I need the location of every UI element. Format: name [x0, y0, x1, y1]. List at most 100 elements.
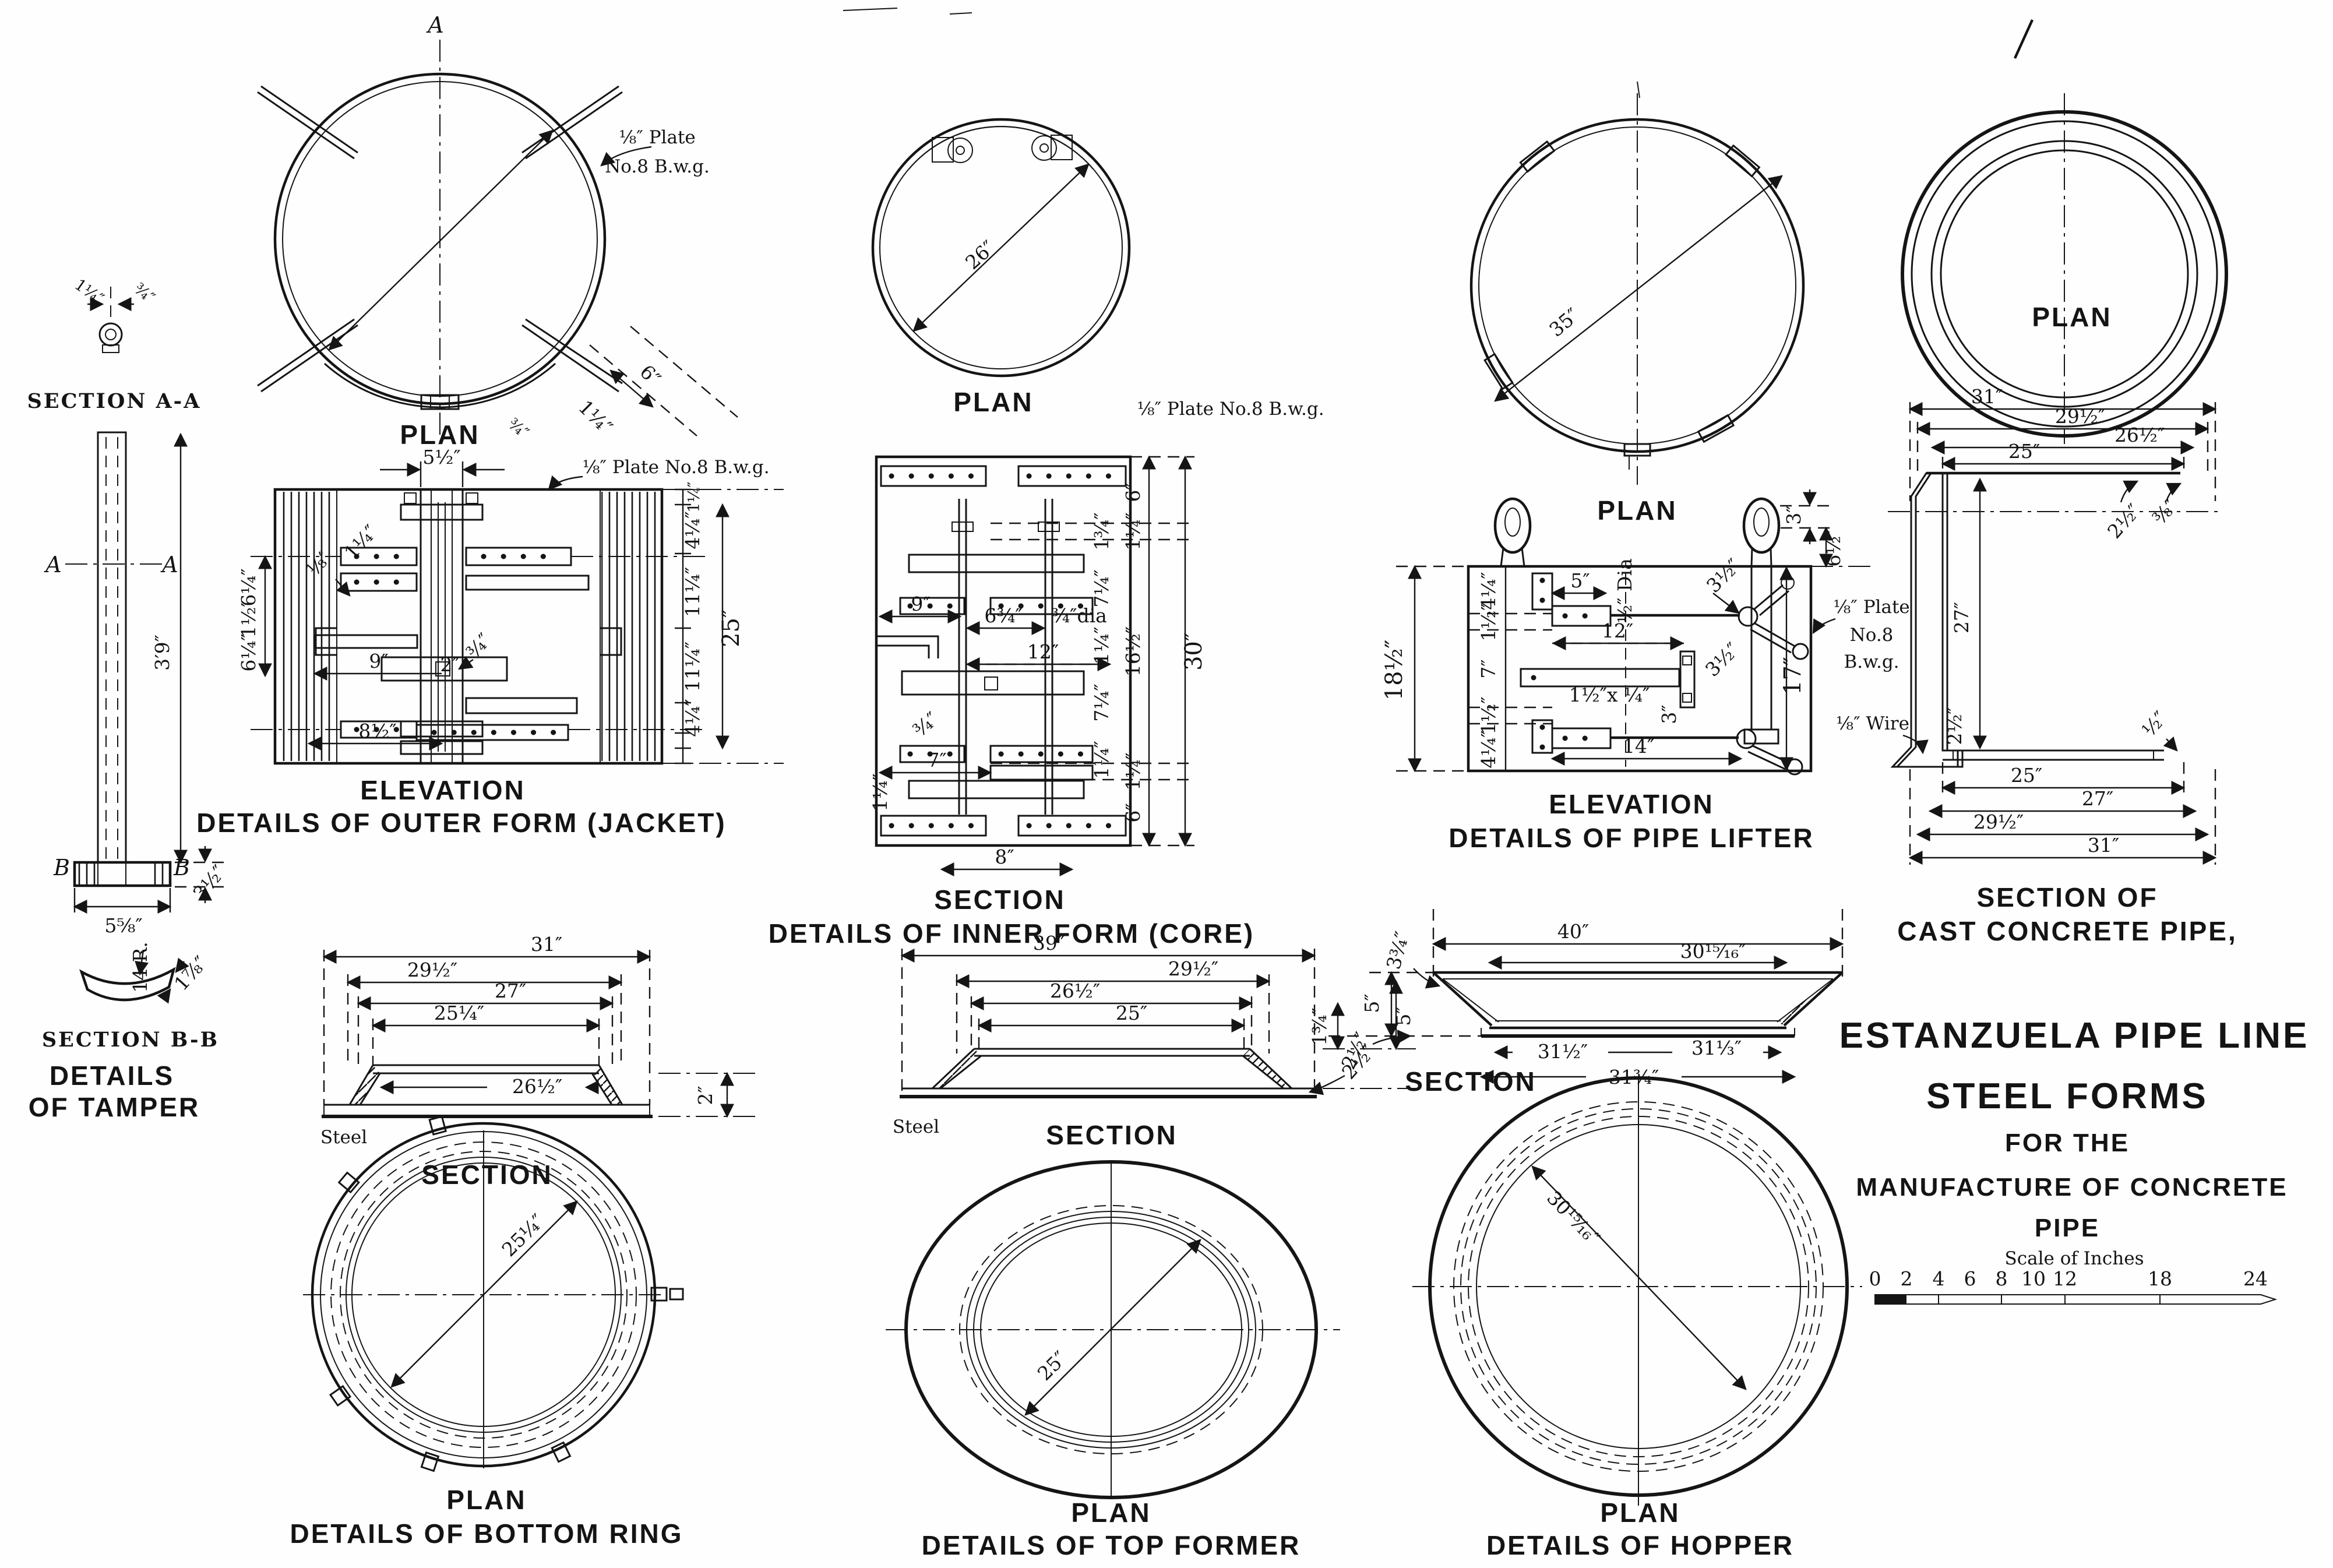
dim: 5″	[1570, 569, 1590, 592]
top-former-drawing: 39″ 29½″ 26½″ 25″ 1¾″ 5″ 2½″ Steel SECTI…	[886, 932, 1423, 1560]
plate-note: ⅛″ Plate	[1833, 597, 1910, 618]
marker: A	[44, 552, 61, 577]
view-title: ELEVATION	[1549, 789, 1714, 819]
dim: 1¼″	[1090, 741, 1113, 778]
dim: 1¾″	[1308, 1007, 1331, 1045]
dim: 30¹⁵⁄₁₆″	[1680, 940, 1746, 963]
section-marker: A	[426, 12, 443, 38]
dim: 6″	[636, 360, 665, 390]
bottom-ring-drawing: 31″ 29½″ 27″ 25¼″ 26½″ 2″ Steel SECTION	[290, 933, 757, 1549]
dim: 26½″	[1050, 979, 1100, 1002]
dim: 12″	[1027, 640, 1059, 663]
dim: 4¼″	[681, 511, 704, 549]
dim: 27″	[1950, 602, 1973, 633]
dim: 3½″	[188, 861, 230, 904]
dim: 25″	[1116, 1002, 1147, 1024]
dim: 1½″	[237, 600, 260, 637]
view-title: SECTION	[1405, 1066, 1536, 1097]
dim: 27″	[2082, 787, 2113, 810]
pipe-plan-drawing: PLAN	[1901, 19, 2228, 444]
pipe-section-drawing: 31″ 29½″ 26½″ 25″ 27″ 2½″ ⅜″ 2½″ ½″ 25″ …	[1888, 385, 2237, 946]
dim: 8½″	[358, 720, 396, 742]
section-title: SECTION A-A	[27, 389, 202, 413]
dim: 16½″	[1122, 626, 1144, 676]
dim: 4¼″	[1477, 572, 1500, 609]
marker: B	[173, 855, 190, 880]
dim: 3′9″	[151, 635, 174, 671]
sheet-title: STEEL FORMS	[1926, 1076, 2208, 1116]
dim: 29½″	[1168, 957, 1218, 980]
drawing-title: CAST CONCRETE PIPE,	[1897, 916, 2237, 946]
dim: 5½″	[422, 446, 460, 468]
view-title: PLAN	[400, 420, 480, 450]
scale-title: Scale of Inches	[2005, 1248, 2144, 1269]
tamper-drawing: 1¼″ ¾″ SECTION A-A A A 3′9″ B B 3½″ 5⅝″ …	[27, 276, 230, 1122]
scale-tick: 24	[2243, 1267, 2268, 1290]
dim: 7″	[927, 749, 946, 771]
title-block: ESTANZUELA PIPE LINE STEEL FORMS FOR THE…	[1839, 1016, 2307, 1242]
dim: 25″	[1033, 1347, 1072, 1385]
plate-note: ⅛″ Plate No.8 B.w.g.	[1137, 399, 1324, 420]
scale-tick: 0	[1869, 1267, 1881, 1290]
dim: 1½″	[1477, 603, 1500, 641]
dim: 6″	[1122, 482, 1144, 502]
dim: 3½″	[1702, 554, 1745, 597]
sheet-title: FOR THE	[2005, 1129, 2130, 1157]
dim: ¾″	[505, 415, 533, 442]
jacket-plan-drawing: A ⅛″ Plate No.8 B.w.g. 6″ 1¼″ ¾″ PLAN	[257, 12, 738, 450]
scale-tick: 18	[2148, 1267, 2172, 1290]
plate-note: B.w.g.	[1844, 651, 1899, 672]
dim: 30¹⁵⁄₁₆″	[1542, 1186, 1604, 1249]
view-title: PLAN	[1600, 1497, 1680, 1528]
dim: 1¾″	[1090, 512, 1113, 550]
drawing-title: DETAILS	[50, 1060, 174, 1091]
lifter-plan-drawing: 35″ PLAN	[1469, 93, 1805, 526]
dim: 7″	[1477, 659, 1500, 678]
dim: 31⅓″	[1691, 1037, 1742, 1059]
dim: 31″	[1971, 385, 2003, 408]
dim: 14 R.	[129, 942, 151, 993]
dim: 2″	[694, 1086, 717, 1105]
dim: 25″	[2008, 440, 2040, 463]
dim: 3½″	[1701, 638, 1744, 681]
core-plan-drawing: 26″ PLAN ⅛″ Plate No.8 B.w.g.	[871, 118, 1324, 420]
drawing-title: DETAILS OF TOP FORMER	[922, 1530, 1301, 1560]
dim: ⅜″	[2148, 495, 2182, 529]
drawing-title: DETAILS OF HOPPER	[1486, 1530, 1794, 1560]
view-title: PLAN	[953, 387, 1033, 417]
sheet-title: MANUFACTURE OF CONCRETE	[1856, 1173, 2288, 1201]
dim: 18½″	[1381, 640, 1408, 701]
dim: 5″	[1392, 1006, 1415, 1026]
dim: 7¼″	[1090, 569, 1113, 607]
drawing-title: DETAILS OF INNER FORM (CORE)	[769, 918, 1254, 949]
dim: 29½″	[1973, 811, 2024, 833]
plate-note: ⅛″ Plate No.8 B.w.g.	[582, 457, 769, 478]
scale-tick: 4	[1933, 1267, 1945, 1290]
dim: ½″	[2137, 707, 2172, 741]
dim: 26½″	[2114, 424, 2165, 446]
dim: ¾″	[131, 280, 158, 307]
dim: 4¼″	[681, 699, 704, 737]
dim: 1¼″	[574, 396, 617, 439]
dim: 1½″x ¼″	[1569, 683, 1650, 706]
scale-tick: 8	[1996, 1267, 2008, 1290]
dim: 29½″	[2055, 405, 2105, 428]
view-title: PLAN	[1597, 495, 1677, 526]
core-section-drawing: 9″ 6¾″ ¾″dia 12″ ¾″ 7″ 1¼″ 1¾″ 7¼″ 1¼″ 7…	[769, 455, 1254, 949]
dim: 11¼″	[681, 642, 704, 692]
dim: 26½″	[512, 1075, 562, 1098]
marker: B	[53, 855, 70, 880]
dim: 25″	[718, 609, 745, 647]
scale-numbers: 0 2 4 6 8 10 12 18 24	[1869, 1267, 2268, 1290]
dim: 14″	[1623, 735, 1654, 757]
dim: 25¼″	[498, 1210, 549, 1262]
plate-note: No.8	[1850, 625, 1894, 646]
dim: 40″	[1557, 920, 1589, 943]
dim: 9″	[911, 593, 930, 615]
dim: 3″	[1782, 505, 1805, 524]
scale-tick: 2	[1901, 1267, 1913, 1290]
plate-note: ⅛″ Plate	[619, 127, 696, 148]
view-title: PLAN	[2032, 302, 2112, 332]
dim: 12″	[1602, 619, 1633, 642]
